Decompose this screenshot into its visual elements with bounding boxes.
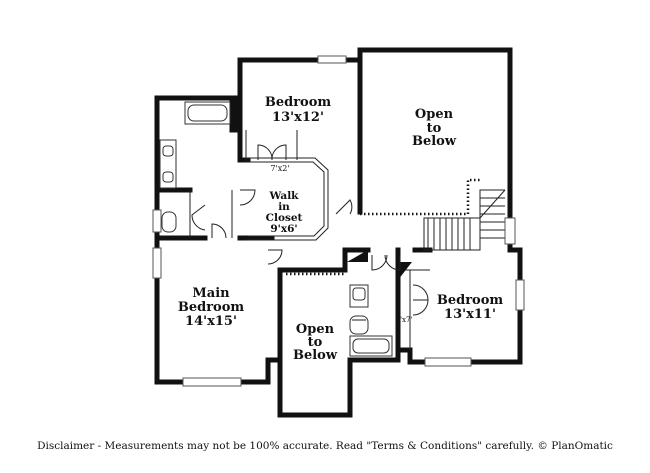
main-bedroom-name2: Bedroom: [178, 300, 245, 315]
walk-in-closet-line3: Closet: [266, 212, 303, 224]
main-bedroom-size: 14'x15': [185, 314, 237, 329]
room-open-below-top: Open to Below: [412, 107, 457, 149]
walk-in-closet-line2: in: [278, 201, 290, 213]
room-bedroom-right: Bedroom 13'x11': [437, 293, 504, 322]
bedroom-top-size: 13'x12': [272, 110, 324, 125]
open-below-bottom-line3: Below: [293, 348, 338, 363]
room-open-below-bottom: Open to Below: [293, 322, 338, 363]
bedroom-right-name: Bedroom: [437, 293, 504, 308]
room-main-bedroom: Main Bedroom 14'x15': [178, 286, 245, 329]
room-bedroom-top: Bedroom 13'x12': [265, 95, 332, 125]
railings: [286, 178, 480, 276]
open-below-bottom-line2: to: [308, 335, 323, 350]
open-below-top-line1: Open: [415, 107, 454, 122]
bedroom-right-size: 13'x11': [444, 307, 496, 322]
doors: [191, 144, 429, 321]
windows: [152, 55, 525, 387]
open-below-top-line3: Below: [412, 134, 457, 149]
walk-in-closet-size: 9'x6': [270, 223, 297, 235]
open-below-bottom-line1: Open: [296, 322, 335, 337]
closet-right-size: 2'x7': [396, 316, 413, 324]
stairs: [423, 189, 506, 251]
room-walk-in-closet: Walk in Closet 9'x6': [266, 190, 303, 235]
main-bedroom-name: Main: [192, 286, 230, 301]
walk-in-closet-line1: Walk: [269, 190, 300, 202]
fixtures: [159, 101, 393, 357]
room-closet-top: 7'x2': [270, 164, 289, 173]
closet-top-size: 7'x2': [270, 164, 289, 173]
wall-blocks: [232, 100, 412, 280]
room-closet-right: 2'x7': [396, 316, 413, 324]
disclaimer-text: Disclaimer - Measurements may not be 100…: [37, 440, 613, 452]
bedroom-top-name: Bedroom: [265, 95, 332, 110]
open-below-top-line2: to: [427, 121, 442, 136]
